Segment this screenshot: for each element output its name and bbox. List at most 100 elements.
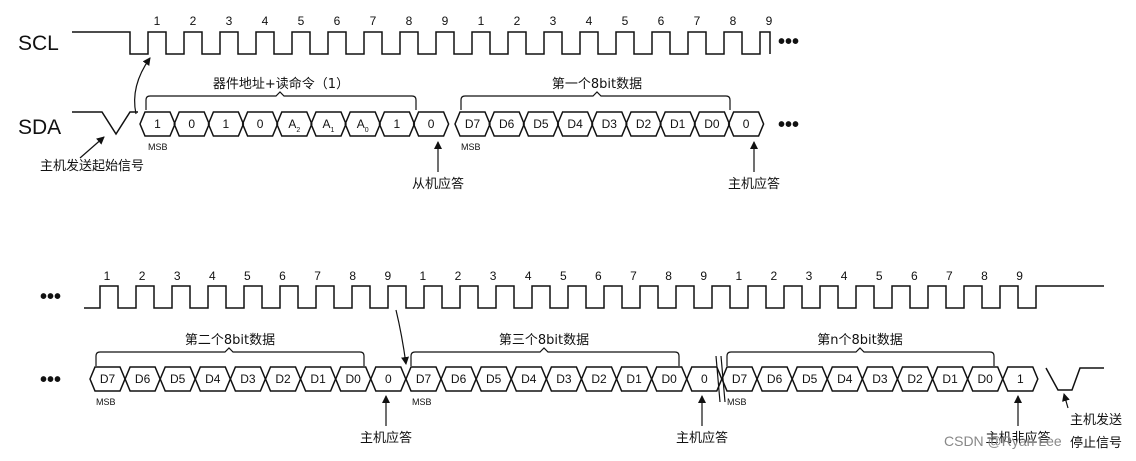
clock-number: 7	[630, 269, 637, 283]
continuation-arrow	[395, 309, 410, 365]
address-bit-label: 1	[223, 117, 230, 131]
clock-number: 3	[490, 269, 497, 283]
clock-number: 8	[349, 269, 356, 283]
clock-number: 2	[514, 14, 521, 28]
scl-ellipsis-bottom: •••	[40, 286, 61, 308]
master-ack-bit: 0	[701, 372, 708, 386]
data-bit-label: D3	[240, 372, 256, 386]
data-bit-label: D4	[567, 117, 583, 131]
clock-number: 5	[298, 14, 305, 28]
scl-waveform-top	[72, 31, 771, 55]
clock-number: 2	[139, 269, 146, 283]
clock-number: 3	[174, 269, 181, 283]
clock-number: 8	[981, 269, 988, 283]
master-ack-bit: 0	[385, 372, 392, 386]
master-nack-cell	[1001, 366, 1039, 392]
data-bit-label: D0	[662, 372, 678, 386]
slave-ack-note: 从机应答	[412, 176, 464, 192]
data-bit-label: D7	[416, 372, 432, 386]
clock-number: 6	[334, 14, 341, 28]
sda-label: SDA	[18, 116, 61, 139]
address-bit-label: 1	[154, 117, 161, 131]
data-bit-label: D6	[767, 372, 783, 386]
sda-ellipsis-top: •••	[778, 114, 799, 136]
clock-number: 1	[420, 269, 427, 283]
clock-number: 6	[279, 269, 286, 283]
sda-ellipsis-bottom: •••	[40, 369, 61, 391]
data-bit-label: D1	[942, 372, 958, 386]
data-bit-label: D0	[978, 372, 994, 386]
start-to-clock-arrow	[134, 57, 151, 115]
stop-note-line2: 停止信号	[1070, 435, 1122, 451]
clock-number: 4	[525, 269, 532, 283]
clock-number: 9	[384, 269, 391, 283]
clock-number: 7	[694, 14, 701, 28]
master-ack-cell	[727, 111, 765, 137]
scl-ellipsis-top: •••	[778, 31, 799, 53]
data-bit-label: D5	[170, 372, 186, 386]
clock-number: 6	[658, 14, 665, 28]
sda-start-condition	[72, 111, 138, 136]
clock-number: 5	[244, 269, 251, 283]
start-note-arrow	[79, 136, 105, 159]
brace-data1	[460, 91, 731, 110]
clock-number: 4	[841, 269, 848, 283]
data-bit-label: D2	[275, 372, 291, 386]
data-bit-label: D6	[451, 372, 467, 386]
clock-number: 7	[370, 14, 377, 28]
address-bit-label: A1	[323, 117, 335, 134]
master-ack-note-1: 主机应答	[360, 430, 412, 446]
slave-ack-cell	[412, 111, 450, 137]
clock-number: 5	[560, 269, 567, 283]
data-bit-label: D4	[837, 372, 853, 386]
address-bit-label: 0	[257, 117, 264, 131]
msb-label-data1: MSB	[461, 142, 481, 152]
brace-data2	[95, 347, 365, 366]
start-note: 主机发送起始信号	[40, 158, 144, 174]
data-bit-label: D5	[802, 372, 818, 386]
msb-label-address: MSB	[148, 142, 168, 152]
master-ack-note-top: 主机应答	[728, 176, 780, 192]
clock-number: 3	[550, 14, 557, 28]
data-bit-label: D1	[310, 372, 326, 386]
data-bit-label: D3	[602, 117, 618, 131]
data-bit-label: D5	[533, 117, 549, 131]
scl-waveform-bottom	[84, 285, 1104, 309]
stop-note-line1: 主机发送	[1070, 412, 1122, 428]
brace-data3-label: 第三个8bit数据	[499, 333, 589, 348]
master-nack-bit: 1	[1017, 372, 1024, 386]
clock-number: 9	[766, 14, 773, 28]
clock-number: 3	[226, 14, 233, 28]
clock-number: 1	[104, 269, 111, 283]
sda-stop-condition	[1045, 367, 1104, 391]
data-bit-label: D4	[205, 372, 221, 386]
clock-number: 8	[730, 14, 737, 28]
clock-number: 9	[1016, 269, 1023, 283]
clock-number: 2	[771, 269, 778, 283]
data-bit-label: D6	[499, 117, 515, 131]
stop-note-arrow	[1062, 393, 1070, 409]
clock-number: 4	[262, 14, 269, 28]
slave-ack-bit: 0	[428, 117, 435, 131]
msb-label-data3: MSB	[412, 397, 432, 407]
clock-number: 4	[586, 14, 593, 28]
clock-number: 9	[700, 269, 707, 283]
clock-number: 1	[478, 14, 485, 28]
break-mark-2	[720, 355, 726, 403]
data-bit-label: D7	[465, 117, 481, 131]
clock-number: 7	[314, 269, 321, 283]
break-mark-1	[715, 355, 721, 403]
msb-label-data2: MSB	[96, 397, 116, 407]
clock-number: 6	[595, 269, 602, 283]
data-bit-label: D5	[486, 372, 502, 386]
clock-number: 2	[455, 269, 462, 283]
brace-datan-label: 第n个8bit数据	[817, 333, 902, 348]
clock-number: 6	[911, 269, 918, 283]
clock-number: 4	[209, 269, 216, 283]
address-bit-label: A2	[288, 117, 300, 134]
scl-label: SCL	[18, 32, 59, 55]
